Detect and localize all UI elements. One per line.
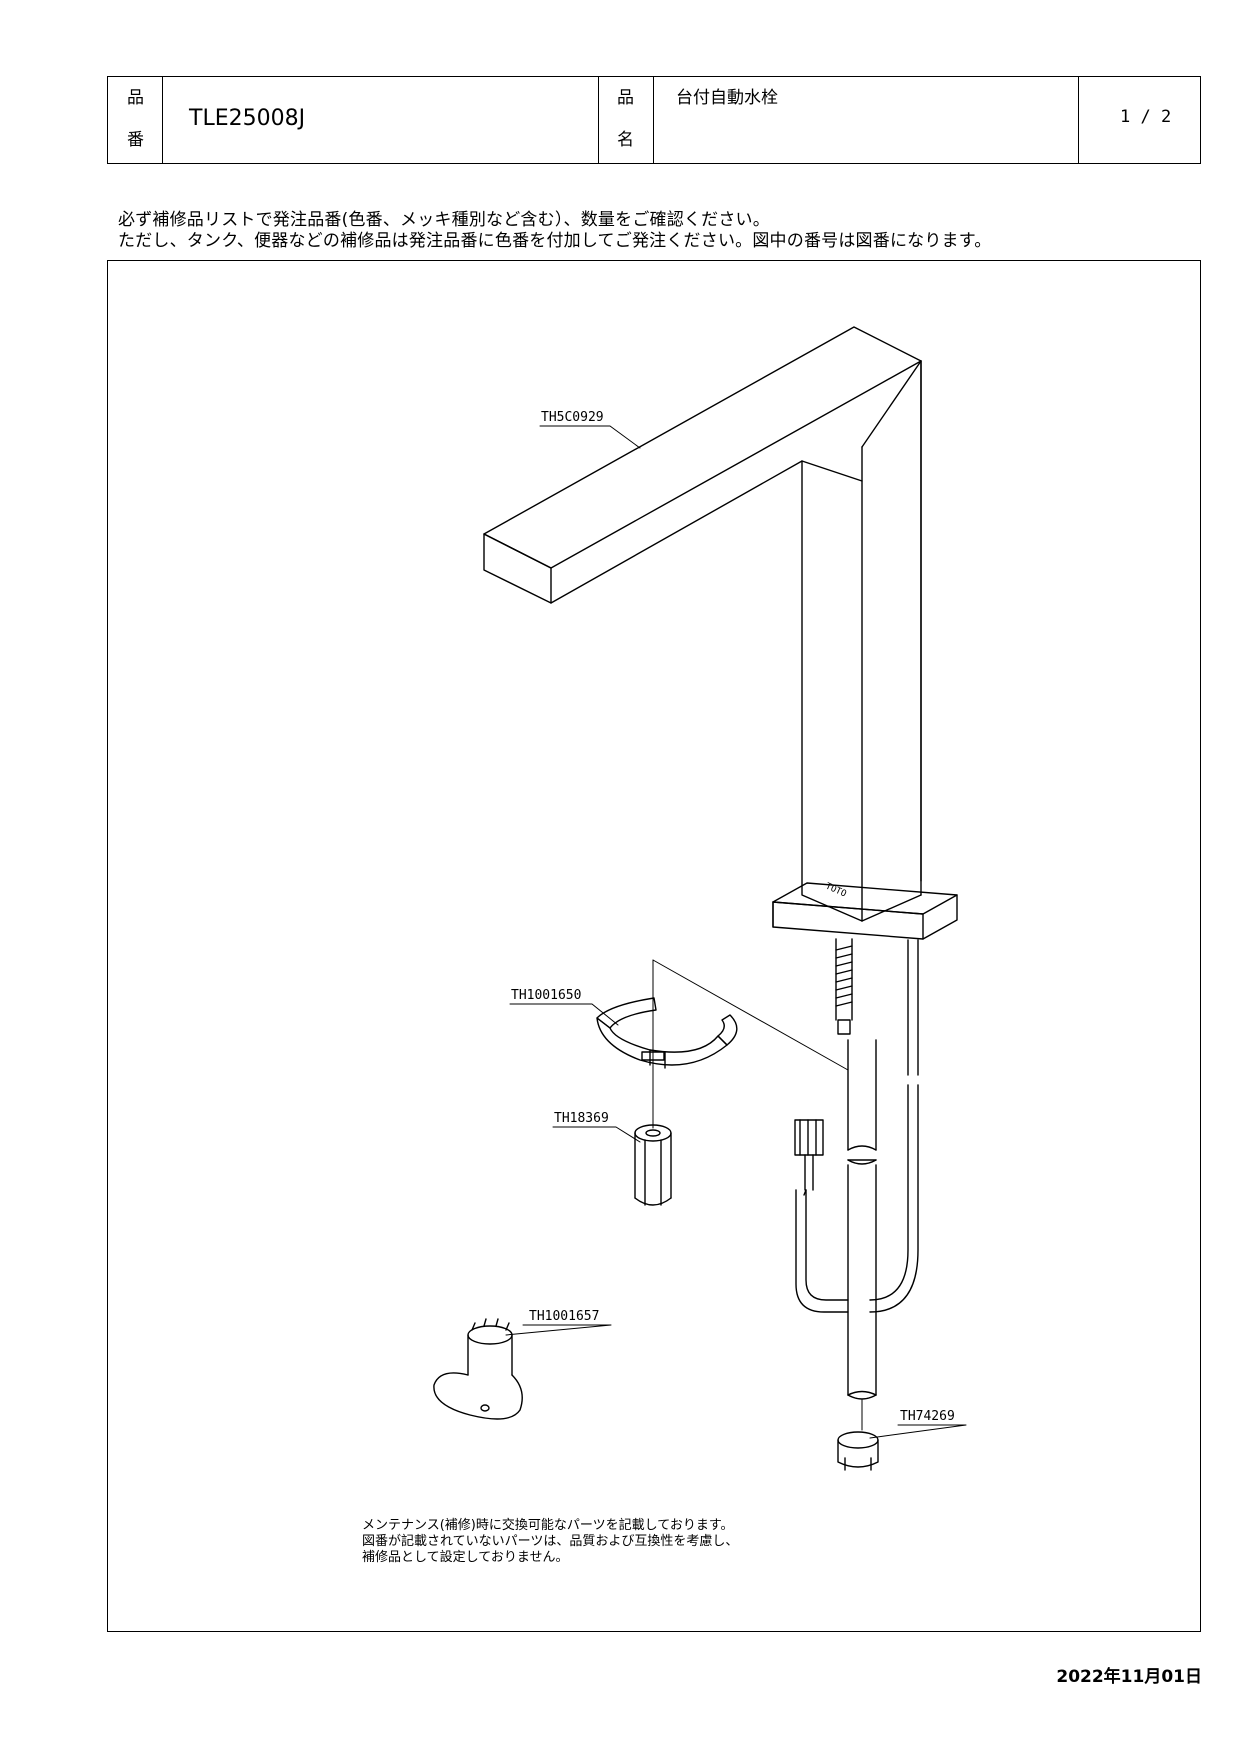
product-name-label-top: 品 xyxy=(617,88,634,108)
tool-part xyxy=(433,1318,523,1420)
maintenance-note-line-3: 補修品として設定しておりません。 xyxy=(362,1549,568,1565)
faucet-body xyxy=(483,326,922,922)
part-number-label-bottom: 番 xyxy=(127,130,144,150)
base-plate xyxy=(772,882,958,940)
assembly-guides xyxy=(652,959,863,1431)
ring-part xyxy=(837,1431,879,1471)
note-line-2: ただし、タンク、便器などの補修品は発注品番に色番を付加してご発注ください。図中の… xyxy=(118,231,992,251)
label-tool: TH1001657 xyxy=(529,1309,599,1324)
threaded-shank xyxy=(835,938,853,1035)
note-line-1: 必ず補修品リストで発注品番(色番、メッキ種別など含む）、数量をご確認ください。 xyxy=(118,210,770,230)
title-divider xyxy=(653,77,654,163)
nut-part xyxy=(634,1124,672,1206)
page-number: 1 / 2 xyxy=(1120,107,1172,127)
supply-hose xyxy=(795,939,919,1400)
product-name: 台付自動水栓 xyxy=(676,88,778,108)
maintenance-note-line-2: 図番が記載されていないパーツは、品質および互換性を考慮し、 xyxy=(362,1533,738,1549)
title-block: 品 番 TLE25008J 品 名 台付自動水栓 1 / 2 xyxy=(107,76,1201,164)
label-clamp: TH1001650 xyxy=(511,988,581,1003)
part-number-label-top: 品 xyxy=(127,88,144,108)
label-nut: TH18369 xyxy=(554,1111,609,1126)
break-mark xyxy=(847,1145,877,1165)
label-ring: TH74269 xyxy=(900,1409,955,1424)
clamp-part xyxy=(596,997,738,1069)
label-spout: TH5C0929 xyxy=(541,410,604,425)
title-divider xyxy=(1078,77,1079,163)
issue-date: 2022年11月01日 xyxy=(1056,1667,1202,1687)
maintenance-note-line-1: メンテナンス(補修)時に交換可能なパーツを記載しております。 xyxy=(362,1517,734,1533)
title-divider xyxy=(162,77,163,163)
title-divider xyxy=(598,77,599,163)
product-name-label-bottom: 名 xyxy=(617,130,634,150)
leader-lines xyxy=(505,425,967,1439)
part-number: TLE25008J xyxy=(189,106,306,131)
drawing-frame xyxy=(107,260,1201,1632)
electrical-connector xyxy=(794,1119,824,1196)
